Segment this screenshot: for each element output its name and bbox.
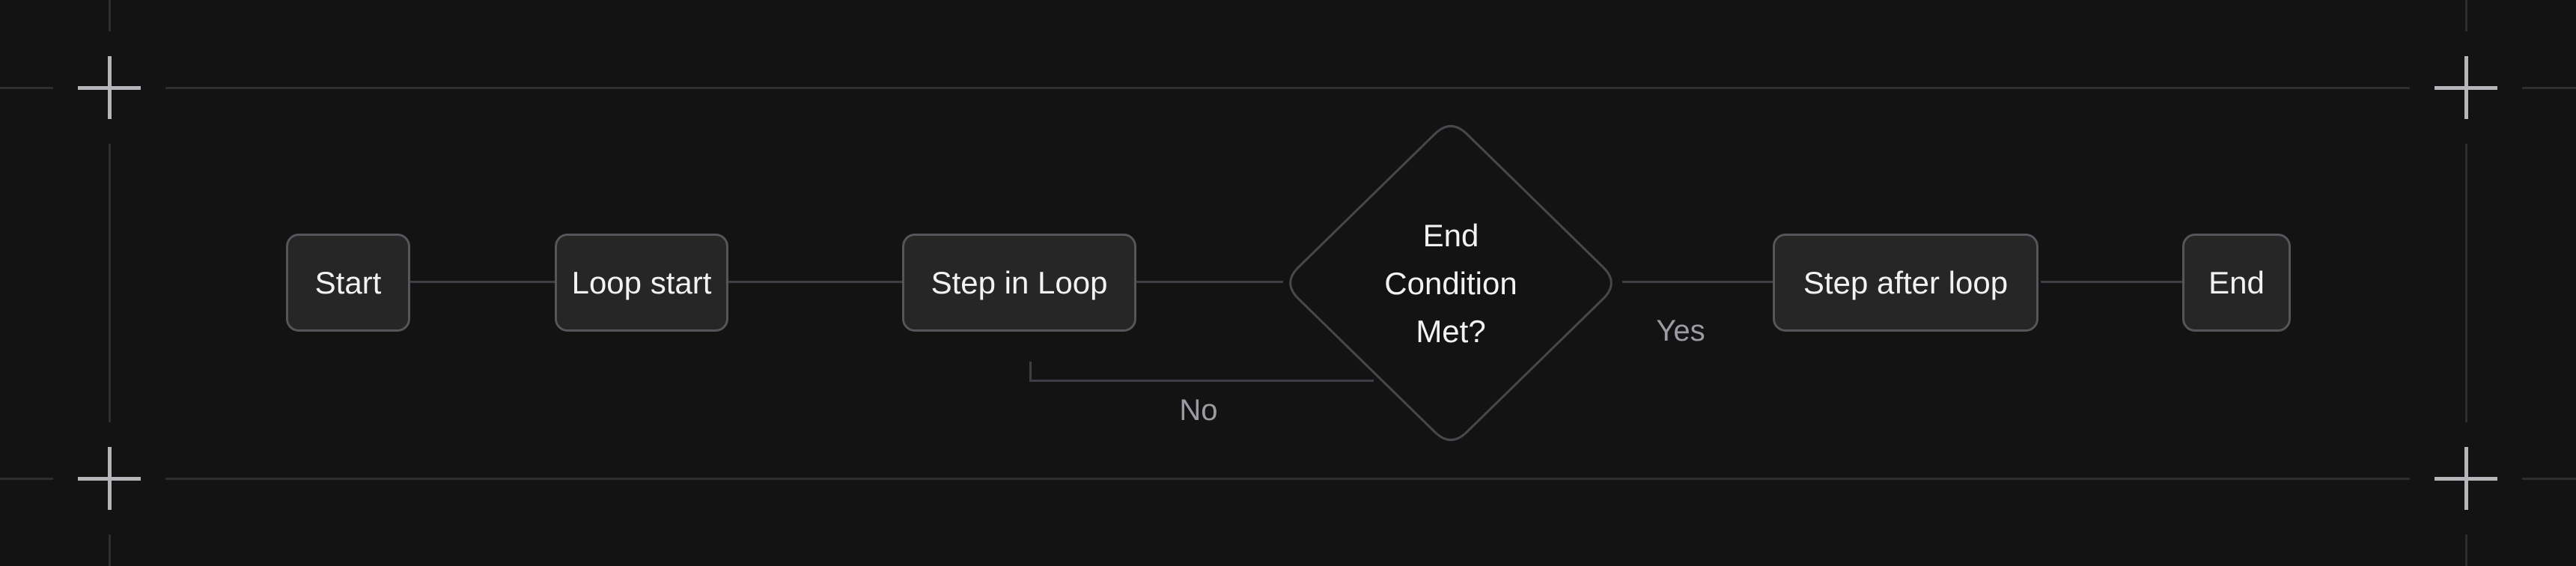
edge-step-to-decision xyxy=(1136,281,1283,283)
crop-mark-top-left xyxy=(78,56,141,119)
frame-guide-bottom xyxy=(0,478,2576,480)
edge-loopback-horizontal xyxy=(1029,380,1374,382)
crop-mark-bottom-right xyxy=(2435,447,2497,510)
edge-loopback-vertical xyxy=(1029,362,1032,382)
crop-mark-bar xyxy=(2464,447,2468,510)
crop-mark-bar xyxy=(2464,56,2468,119)
decision-label-line: Condition xyxy=(1384,266,1517,301)
crop-mark-bar xyxy=(107,56,112,119)
decision-label-line: End xyxy=(1422,218,1479,253)
node-loop-start[interactable]: Loop start xyxy=(555,234,728,332)
node-decision[interactable] xyxy=(1282,118,1619,448)
node-label: Start xyxy=(314,264,382,300)
node-end[interactable]: End xyxy=(2182,234,2291,332)
node-start[interactable]: Start xyxy=(286,234,410,332)
crop-mark-top-right xyxy=(2435,56,2497,119)
edge-label-no: No xyxy=(1179,394,1218,427)
node-label: Step after loop xyxy=(1803,264,2009,300)
decision-label-line: Met? xyxy=(1416,314,1486,349)
frame-guide-left xyxy=(109,0,111,566)
crop-mark-bottom-left xyxy=(78,447,141,510)
frame-guide-top xyxy=(0,87,2576,89)
diamond-shape xyxy=(1289,125,1613,441)
node-step-in-loop[interactable]: Step in Loop xyxy=(902,234,1136,332)
edge-start-to-loopstart xyxy=(410,281,555,283)
frame-guide-right xyxy=(2465,0,2467,566)
edge-stepafter-to-end xyxy=(2041,281,2182,283)
node-label: End xyxy=(2208,264,2265,300)
node-label: Loop start xyxy=(571,264,712,300)
edge-label-yes: Yes xyxy=(1656,314,1705,347)
edge-decision-to-stepafter xyxy=(1622,281,1773,283)
edge-loopstart-to-step xyxy=(728,281,902,283)
decision-label: End Condition Met? xyxy=(1282,212,1619,356)
node-label: Step in Loop xyxy=(931,264,1108,300)
crop-mark-bar xyxy=(107,447,112,510)
node-step-after-loop[interactable]: Step after loop xyxy=(1773,234,2038,332)
